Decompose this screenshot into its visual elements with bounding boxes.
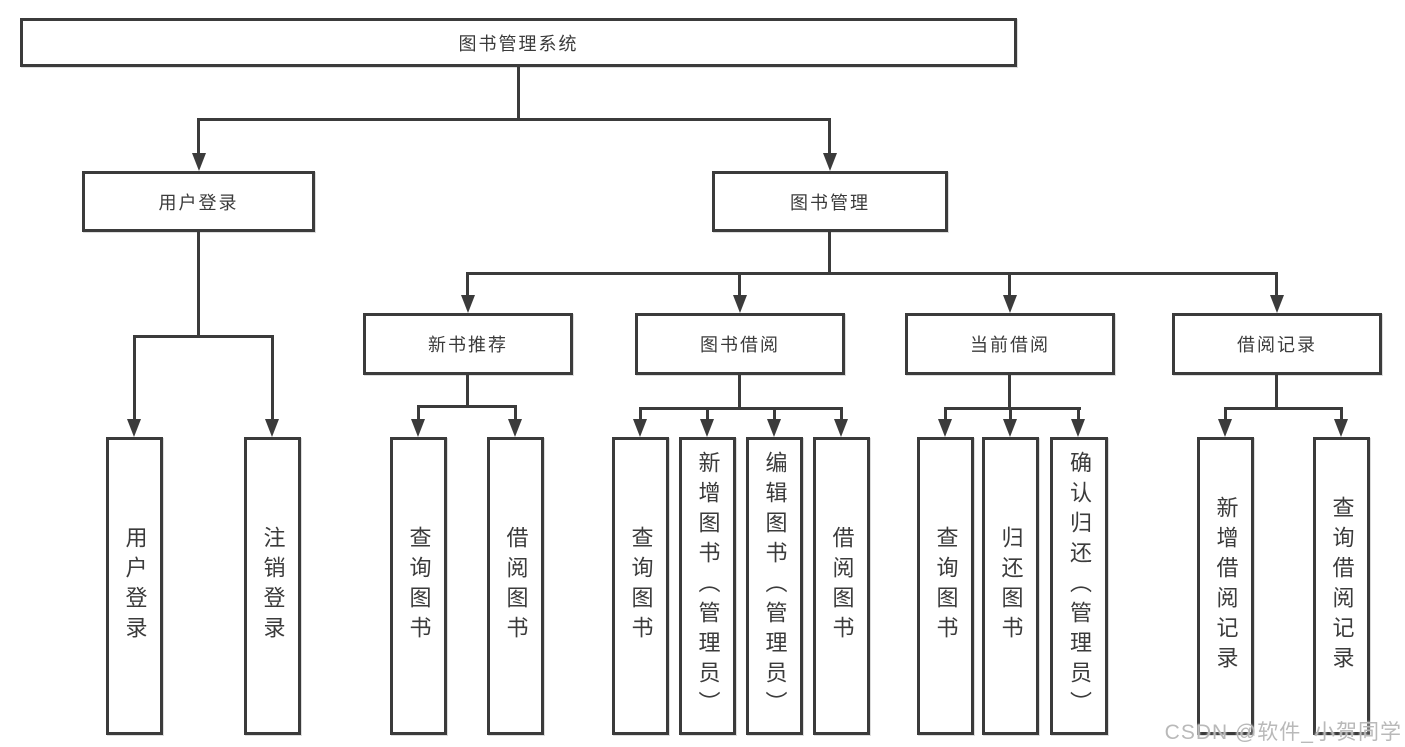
connector-line — [466, 272, 469, 297]
connector-line — [1077, 407, 1080, 421]
connector-arrowhead — [508, 419, 522, 437]
node-borrowing-records-label: 借阅记录 — [1237, 335, 1317, 355]
connector-line — [466, 375, 469, 405]
node-root-label: 图书管理系统 — [458, 33, 579, 54]
node-root: 图书管理系统 — [20, 18, 1017, 67]
connector-line — [773, 407, 776, 421]
connector-line — [738, 272, 741, 297]
node-new-book-recommend-label: 新书推荐 — [428, 335, 508, 355]
connector-line — [514, 405, 517, 421]
node-current-borrowing-label: 当前借阅 — [970, 335, 1050, 355]
node-nbr-query-books: 查询图书 — [390, 437, 447, 735]
connector-line — [738, 375, 741, 407]
connector-line — [1224, 407, 1343, 410]
connector-arrowhead — [1334, 419, 1348, 437]
connector-line — [1224, 407, 1227, 421]
node-bb-edit-books-admin-label: 编辑图书（管理员） — [762, 451, 788, 721]
node-nbr-borrow-books: 借阅图书 — [487, 437, 544, 735]
node-br-add-record-label: 新增借阅记录 — [1213, 496, 1239, 676]
connector-line — [133, 335, 274, 338]
node-cb-confirm-return-admin: 确认归还（管理员） — [1050, 437, 1108, 735]
node-login-leaf: 用户登录 — [106, 437, 163, 735]
connector-arrowhead — [700, 419, 714, 437]
node-br-query-record-label: 查询借阅记录 — [1329, 496, 1355, 676]
node-bb-add-books-admin: 新增图书（管理员） — [679, 437, 736, 735]
node-book-management-label: 图书管理 — [790, 192, 870, 213]
connector-line — [197, 232, 200, 335]
node-br-add-record: 新增借阅记录 — [1197, 437, 1254, 735]
connector-line — [417, 405, 517, 408]
node-logout-leaf: 注销登录 — [244, 437, 301, 735]
node-book-borrowing: 图书借阅 — [635, 313, 845, 375]
connector-line — [944, 407, 947, 421]
connector-line — [417, 405, 420, 421]
connector-arrowhead — [767, 419, 781, 437]
node-bb-query-books-label: 查询图书 — [628, 526, 654, 646]
connector-arrowhead — [265, 419, 279, 437]
connector-line — [1340, 407, 1343, 421]
node-cb-confirm-return-admin-label: 确认归还（管理员） — [1067, 451, 1092, 721]
node-login-leaf-label: 用户登录 — [122, 526, 148, 646]
connector-line — [639, 407, 642, 421]
connector-arrowhead — [1003, 295, 1017, 313]
node-br-query-record: 查询借阅记录 — [1313, 437, 1370, 735]
node-book-borrowing-label: 图书借阅 — [700, 335, 780, 355]
connector-arrowhead — [834, 419, 848, 437]
connector-line — [944, 407, 1081, 410]
node-new-book-recommend: 新书推荐 — [363, 313, 573, 375]
connector-arrowhead — [1003, 419, 1017, 437]
connector-line — [466, 272, 1278, 275]
connector-line — [828, 232, 831, 272]
node-logout-leaf-label: 注销登录 — [260, 526, 286, 646]
connector-line — [1275, 375, 1278, 407]
connector-line — [1009, 407, 1012, 421]
node-book-management: 图书管理 — [712, 171, 948, 232]
connector-line — [828, 118, 831, 156]
connector-line — [133, 335, 136, 421]
csdn-watermark: CSDN @软件_小贺同学 — [1164, 721, 1402, 744]
connector-line — [517, 67, 520, 118]
node-cb-return-books: 归还图书 — [982, 437, 1039, 735]
connector-arrowhead — [127, 419, 141, 437]
connector-line — [1275, 272, 1278, 297]
connector-arrowhead — [411, 419, 425, 437]
connector-line — [706, 407, 709, 421]
node-nbr-borrow-books-label: 借阅图书 — [503, 526, 529, 646]
connector-line — [271, 335, 274, 421]
connector-arrowhead — [1270, 295, 1284, 313]
connector-arrowhead — [733, 295, 747, 313]
node-cb-return-books-label: 归还图书 — [998, 526, 1024, 646]
connector-arrowhead — [1071, 419, 1085, 437]
node-bb-borrow-books-label: 借阅图书 — [829, 526, 855, 646]
connector-arrowhead — [633, 419, 647, 437]
connector-line — [639, 407, 843, 410]
connector-arrowhead — [192, 153, 206, 171]
node-nbr-query-books-label: 查询图书 — [406, 526, 432, 646]
connector-arrowhead — [1218, 419, 1232, 437]
node-bb-edit-books-admin: 编辑图书（管理员） — [746, 437, 803, 735]
connector-arrowhead — [823, 153, 837, 171]
node-bb-borrow-books: 借阅图书 — [813, 437, 870, 735]
node-current-borrowing: 当前借阅 — [905, 313, 1115, 375]
node-bb-add-books-admin-label: 新增图书（管理员） — [695, 451, 721, 721]
node-user-login-label: 用户登录 — [158, 192, 239, 213]
connector-line — [197, 118, 831, 121]
node-cb-query-books: 查询图书 — [917, 437, 974, 735]
connector-line — [1008, 272, 1011, 297]
connector-line — [1008, 375, 1011, 407]
node-user-login: 用户登录 — [82, 171, 315, 232]
node-cb-query-books-label: 查询图书 — [933, 526, 959, 646]
node-borrowing-records: 借阅记录 — [1172, 313, 1382, 375]
connector-line — [197, 118, 200, 156]
connector-line — [840, 407, 843, 421]
connector-arrowhead — [938, 419, 952, 437]
node-bb-query-books: 查询图书 — [612, 437, 669, 735]
connector-arrowhead — [461, 295, 475, 313]
